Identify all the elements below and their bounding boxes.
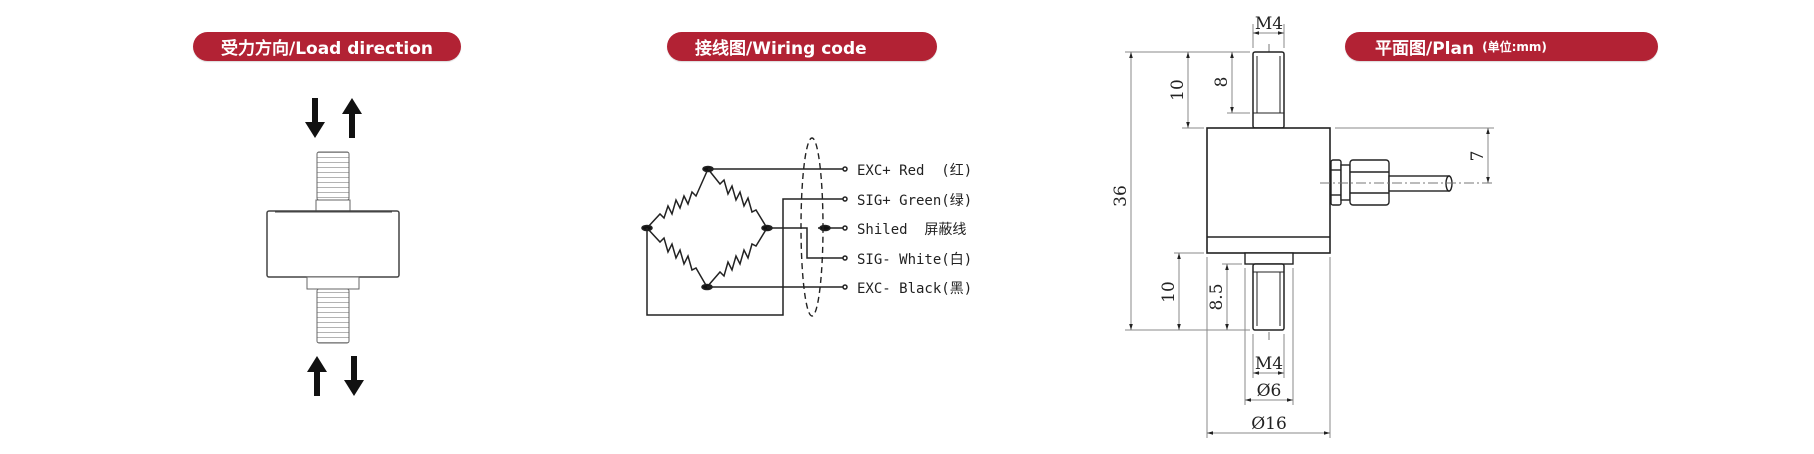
terminal bbox=[842, 255, 848, 261]
top-stud bbox=[1252, 51, 1285, 129]
wire-label-exc-minus: EXC- Black(黑) bbox=[857, 281, 972, 297]
wiring-code-title: 接线图/Wiring code bbox=[695, 39, 867, 59]
cable-shield-outline bbox=[800, 137, 824, 317]
bridge-resistor bbox=[706, 227, 768, 288]
bridge-resistor bbox=[707, 168, 768, 229]
dim-collar-diameter: Ø6 bbox=[1257, 381, 1282, 401]
dim-body-diameter: Ø16 bbox=[1251, 414, 1287, 434]
terminal bbox=[842, 284, 848, 290]
terminal bbox=[842, 166, 848, 172]
bridge-resistor bbox=[646, 168, 709, 229]
wire-label-sig-plus: SIG+ Green(绿) bbox=[857, 193, 972, 209]
terminal bbox=[842, 196, 848, 202]
load-cell-body bbox=[266, 210, 400, 278]
dim-bottom-thread: M4 bbox=[1255, 354, 1283, 374]
wire-labels: EXC+ Red (红) SIG+ Green(绿) Shiled 屏蔽线 SI… bbox=[857, 163, 972, 297]
plan-header: 平面图/Plan (单位:mm) bbox=[1345, 32, 1658, 61]
dim-bottom-stud-length: 10 bbox=[1159, 281, 1179, 303]
load-direction-title: 受力方向/Load direction bbox=[220, 39, 433, 59]
load-direction-diagram bbox=[266, 98, 400, 396]
load-direction-header: 受力方向/Load direction bbox=[193, 32, 461, 61]
dim-total-height: 36 bbox=[1111, 185, 1131, 207]
dim-bottom-thread-length: 8.5 bbox=[1207, 283, 1227, 310]
dim-top-thread-length: 8 bbox=[1212, 77, 1232, 88]
bridge-resistor bbox=[646, 227, 708, 288]
dimension-lines bbox=[1125, 24, 1494, 438]
wiring-code-header: 接线图/Wiring code bbox=[667, 32, 937, 61]
plan-title: 平面图/Plan bbox=[1375, 39, 1475, 59]
arrow-up-icon bbox=[307, 356, 327, 396]
terminal bbox=[842, 225, 848, 231]
bottom-stud bbox=[1252, 263, 1285, 331]
plan-body bbox=[1206, 127, 1331, 254]
bottom-threaded-stud bbox=[306, 276, 360, 344]
top-threaded-stud bbox=[315, 151, 351, 212]
arrow-up-icon bbox=[342, 98, 362, 138]
arrow-down-icon bbox=[305, 98, 325, 138]
dim-top-stud-length: 10 bbox=[1168, 79, 1188, 101]
arrow-down-icon bbox=[344, 356, 364, 396]
dim-cable-offset: 7 bbox=[1468, 151, 1488, 162]
wire-label-shield: Shiled 屏蔽线 bbox=[857, 222, 966, 238]
bottom-collar bbox=[1244, 252, 1294, 265]
dim-top-thread: M4 bbox=[1255, 14, 1283, 34]
wiring-diagram bbox=[641, 137, 848, 317]
wire-sig-minus bbox=[767, 227, 843, 259]
plan-drawing: 36 10 8 M4 10 8.5 M4 Ø6 Ø16 7 bbox=[1111, 14, 1495, 438]
wire-sig-plus bbox=[646, 198, 843, 316]
wire-label-exc-plus: EXC+ Red (红) bbox=[857, 163, 972, 179]
plan-unit: (单位:mm) bbox=[1482, 40, 1547, 54]
wire-label-sig-minus: SIG- White(白) bbox=[857, 252, 972, 268]
shield-node bbox=[819, 224, 831, 232]
